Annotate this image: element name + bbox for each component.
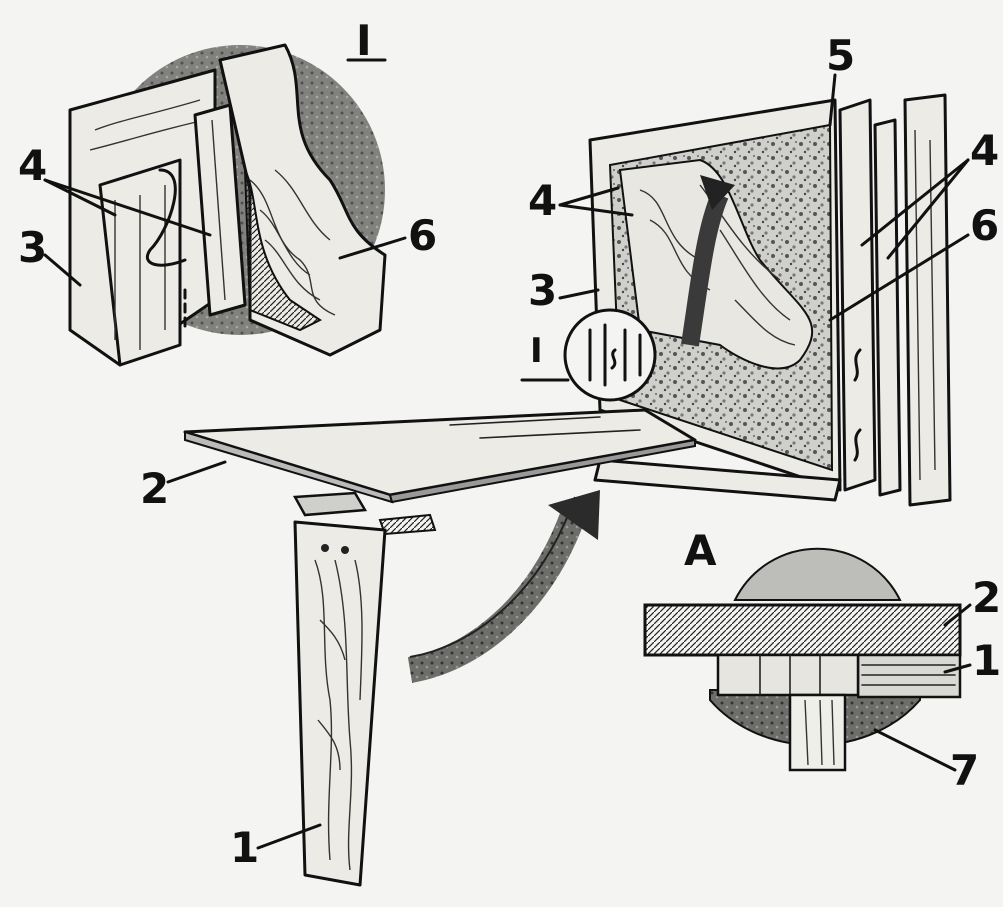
leader-4-left-b xyxy=(43,178,212,237)
detail-A-title: A xyxy=(684,526,717,575)
detail-A-panel-2 xyxy=(643,603,962,657)
detail-I-callout-circle xyxy=(563,308,657,402)
label-4-left: 4 xyxy=(18,141,47,190)
label-1: 1 xyxy=(230,823,259,872)
right-rail-4a xyxy=(838,98,877,492)
leg-face xyxy=(293,520,387,887)
label-3-left: 3 xyxy=(18,223,47,272)
insert-arrow xyxy=(681,191,729,347)
leader-4-cabinet-right-a xyxy=(860,158,970,247)
hinge-plate-lower xyxy=(378,513,437,536)
leader-6-cabinet xyxy=(828,233,970,322)
label-5: 5 xyxy=(826,31,855,80)
fold-arrow xyxy=(407,490,600,683)
cabinet-assembly xyxy=(588,93,952,507)
detail-A xyxy=(643,547,962,772)
right-rail-4b xyxy=(873,118,902,497)
leader-A-2 xyxy=(943,603,972,627)
detail-I-title: I xyxy=(356,16,372,65)
detail-A-plate-1 xyxy=(856,653,962,699)
detail-A-hinge xyxy=(716,653,860,697)
leader-4-left-a xyxy=(43,178,117,217)
leader-6-left xyxy=(338,236,407,260)
leader-3-left xyxy=(43,253,82,287)
leader-3-cabinet xyxy=(558,288,600,300)
leader-A-7 xyxy=(873,728,957,772)
fold-arrowhead xyxy=(548,490,600,540)
leader-4-cabinet-right-b xyxy=(886,158,970,260)
label-3-cabinet: 3 xyxy=(528,266,557,315)
leader-A-1 xyxy=(943,663,972,674)
label-6-cabinet: 6 xyxy=(970,201,999,250)
detail-I-joint xyxy=(68,43,387,367)
leader-2 xyxy=(166,460,227,484)
label-4-cabinet-left: 4 xyxy=(528,176,557,225)
label-2: 2 xyxy=(140,464,169,513)
label-6-left: 6 xyxy=(408,211,437,260)
bottom-rail xyxy=(593,458,842,502)
batten-4 xyxy=(193,103,247,317)
label-4-cabinet-right: 4 xyxy=(970,126,999,175)
right-post xyxy=(903,93,952,507)
leader-1 xyxy=(256,823,322,850)
leader-4-cabinet-left-a xyxy=(558,186,620,207)
leg-1 xyxy=(293,520,387,887)
detail-I-callout-label: I xyxy=(530,331,543,371)
hinge-plate-upper xyxy=(292,491,368,517)
label-A-1: 1 xyxy=(972,636,1001,685)
leader-5 xyxy=(828,73,837,127)
leader-4-cabinet-left-b xyxy=(558,203,634,217)
detail-A-leg xyxy=(788,693,847,772)
tabletop-2 xyxy=(183,408,697,536)
label-A-2: 2 xyxy=(972,573,1001,622)
